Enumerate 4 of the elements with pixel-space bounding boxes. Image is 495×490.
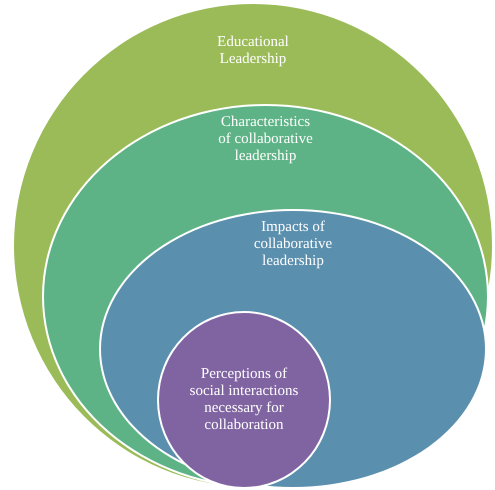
circle-label: Educational Leadership (216, 34, 290, 68)
circle-label: Characteristics of collaborative leadership (217, 114, 314, 165)
circle-label: Impacts of collaborative leadership (252, 219, 334, 270)
circle-label: Perceptions of social interactions necessary for collaboration (188, 366, 300, 434)
